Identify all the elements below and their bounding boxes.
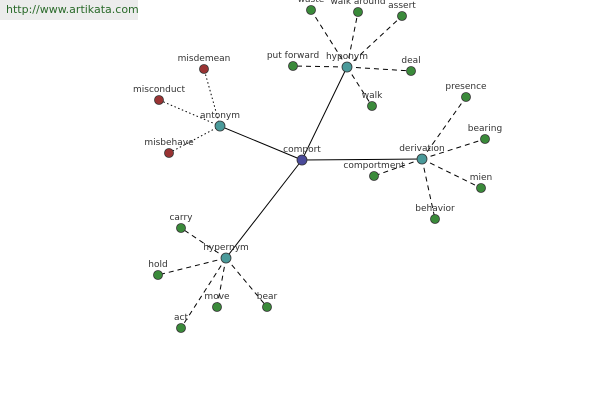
leaf-label-comportment: comportment [343,161,405,171]
leaf-label-hold: hold [148,260,167,270]
category-node-derivation[interactable] [416,153,428,165]
leaf-node-bearing[interactable] [480,134,490,144]
leaf-label-presence: presence [445,82,487,92]
edge-derivation-behavior [421,158,436,220]
edge-hyponym-walk-around [346,11,359,68]
leaf-label-bearing: bearing [468,124,502,134]
leaf-node-bear[interactable] [262,302,272,312]
edge-hypernym-carry [180,227,227,259]
edge-comport-antonym [219,125,303,161]
edge-hyponym-assert [346,15,403,68]
center-node-comport[interactable] [296,154,308,166]
site-watermark[interactable]: http://www.artikata.com [0,0,139,20]
leaf-node-mien[interactable] [476,183,486,193]
center-label-comport: comport [283,145,321,155]
leaf-label-move: move [204,292,230,302]
category-label-derivation: derivation [399,144,445,154]
category-node-hyponym[interactable] [341,61,353,73]
edge-antonym-misdemean [203,68,221,127]
category-label-antonym: antonym [200,111,240,121]
edge-derivation-presence [421,96,467,160]
leaf-label-misdemean: misdemean [178,54,231,64]
leaf-node-put-forward[interactable] [288,61,298,71]
leaf-label-misconduct: misconduct [133,85,185,95]
leaf-node-waste[interactable] [306,5,316,15]
leaf-node-behavior[interactable] [430,214,440,224]
leaf-label-assert: assert [388,1,416,11]
leaf-label-walk: walk [362,91,383,101]
leaf-node-deal[interactable] [406,66,416,76]
leaf-label-act: act [174,313,188,323]
leaf-node-hold[interactable] [153,270,163,280]
leaf-node-presence[interactable] [461,92,471,102]
leaf-node-carry[interactable] [176,223,186,233]
leaf-node-misconduct[interactable] [154,95,164,105]
edge-derivation-bearing [421,138,486,160]
leaf-node-walk-around[interactable] [353,7,363,17]
leaf-label-misbehave: misbehave [144,138,194,148]
edge-antonym-misconduct [158,99,221,127]
leaf-node-comportment[interactable] [369,171,379,181]
leaf-label-carry: carry [169,213,193,223]
leaf-label-bear: bear [257,292,278,302]
edge-hyponym-walk [346,66,373,107]
category-node-antonym[interactable] [214,120,226,132]
leaf-label-mien: mien [470,173,493,183]
edge-comport-hyponym [301,66,348,161]
leaf-label-put-forward: put forward [267,51,319,61]
leaf-label-behavior: behavior [415,204,455,214]
category-node-hypernym[interactable] [220,252,232,264]
edge-hyponym-put-forward [292,65,348,68]
category-label-hyponym: hyponym [326,52,368,62]
edge-antonym-misbehave [168,125,221,154]
leaf-node-misdemean[interactable] [199,64,209,74]
leaf-node-misbehave[interactable] [164,148,174,158]
leaf-node-walk[interactable] [367,101,377,111]
edge-comport-derivation [301,158,423,161]
edge-comport-hypernym [225,159,303,259]
edge-hypernym-act [180,257,227,329]
edge-hyponym-deal [346,66,412,72]
leaf-label-waste: waste [298,0,325,5]
category-label-hypernym: hypernym [203,243,249,253]
leaf-node-act[interactable] [176,323,186,333]
leaf-label-deal: deal [401,56,420,66]
edge-derivation-mien [421,158,482,189]
edge-hyponym-waste [310,9,348,68]
leaf-node-assert[interactable] [397,11,407,21]
leaf-node-move[interactable] [212,302,222,312]
edge-hypernym-hold [157,257,227,276]
leaf-label-walk-around: walk around [330,0,385,7]
edge-hypernym-bear [225,257,268,308]
